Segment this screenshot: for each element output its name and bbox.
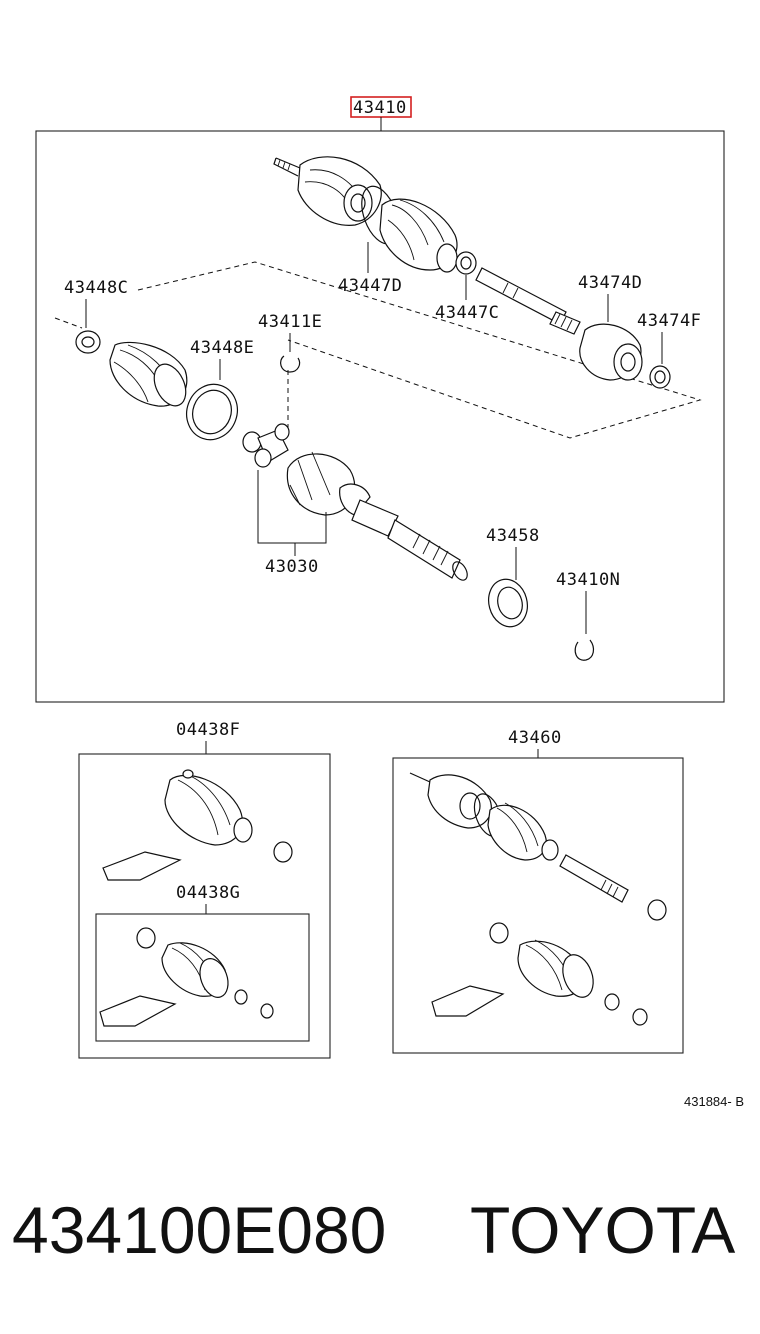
boot-kit-outer-frame (78, 753, 331, 1059)
dashed-group-outline (137, 261, 702, 439)
label-damper[interactable]: 43474D (578, 273, 642, 293)
label-snap-ring[interactable]: 43411E (258, 312, 322, 332)
label-boot-kit-outer[interactable]: 04438F (176, 720, 240, 740)
label-boot-inner[interactable]: 43447D (338, 276, 402, 296)
outboard-assy-parts[interactable] (409, 772, 667, 1026)
label-circlip[interactable]: 43410N (556, 570, 620, 590)
boot-kit-inner-frame (95, 913, 310, 1042)
label-boot-kit-inner[interactable]: 04438G (176, 883, 240, 903)
large-boot-clamp[interactable] (179, 377, 245, 447)
boot-kit-inner-parts[interactable] (99, 927, 274, 1027)
outer-boot[interactable] (109, 341, 192, 410)
oil-seal[interactable] (483, 575, 532, 631)
dynamic-damper[interactable] (579, 323, 643, 381)
label-clamp-outer[interactable]: 43448C (64, 278, 128, 298)
label-inboard-joint[interactable]: 43030 (265, 557, 319, 577)
circlip[interactable] (574, 639, 595, 661)
outboard-assy-frame (392, 757, 684, 1054)
tripod-joint[interactable] (242, 423, 290, 468)
inboard-joint-housing[interactable] (286, 451, 470, 583)
snap-ring[interactable] (280, 355, 301, 373)
brand-name: TOYOTA (470, 1193, 736, 1267)
label-clamp-inner[interactable]: 43447C (435, 303, 499, 323)
label-outboard-assy[interactable]: 43460 (508, 728, 562, 748)
outer-boot-clamp[interactable] (75, 330, 101, 354)
part-number: 434100E080 (12, 1193, 387, 1267)
damper-clamp[interactable] (649, 365, 671, 389)
boot-kit-outer-parts[interactable] (102, 769, 293, 881)
label-main-assembly[interactable]: 43410 (353, 98, 407, 118)
main-assembly-frame (35, 130, 725, 703)
diagram-ref-code: 431884- B (684, 1094, 744, 1109)
label-clamp-large[interactable]: 43448E (190, 338, 254, 358)
drive-shaft-assembly[interactable] (273, 156, 581, 335)
label-damper-clamp[interactable]: 43474F (637, 311, 701, 331)
label-seal[interactable]: 43458 (486, 526, 540, 546)
